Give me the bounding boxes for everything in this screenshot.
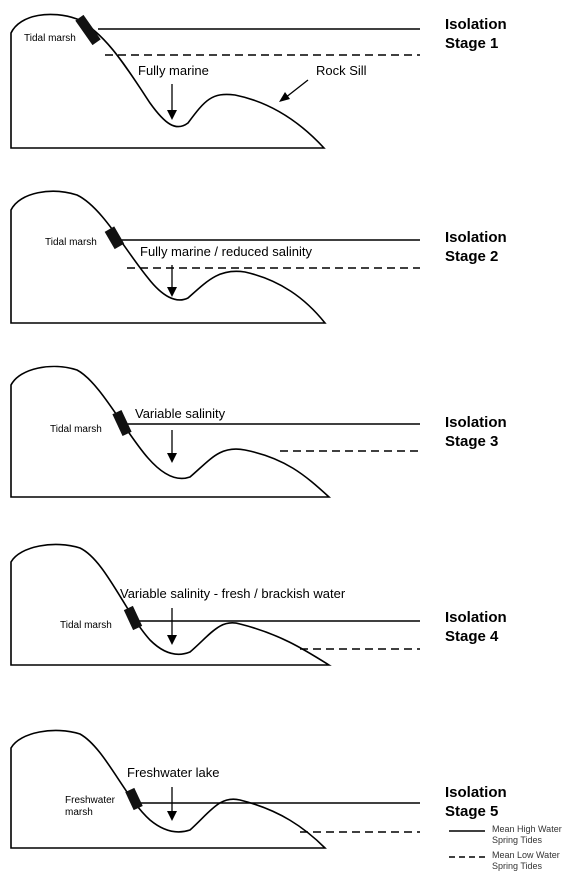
stage-5-sediment-core: [125, 787, 143, 811]
stage-2-terrain: [10, 190, 327, 324]
stage-5-note-arrow-head-icon: [167, 811, 177, 821]
stage-1-sediment-core: [75, 14, 101, 46]
stage-4-marsh-label: Tidal marsh: [60, 620, 112, 631]
stage-3-terrain: [10, 365, 332, 498]
stage-2-note: Fully marine / reduced salinity: [140, 244, 312, 259]
stage-1-note-arrow-head-icon: [167, 110, 177, 120]
stage-4-note-arrow-head-icon: [167, 635, 177, 645]
stage-5-title: Isolation Stage 5: [445, 784, 511, 820]
stage-2-panel: Tidal marsh Fully marine / reduced salin…: [10, 190, 511, 324]
stage-1-marsh-label: Tidal marsh: [24, 33, 76, 44]
stage-1-note: Fully marine: [138, 63, 209, 78]
stage-4-terrain: [10, 543, 332, 666]
stage-5-terrain: [10, 729, 327, 849]
stage-3-panel: Tidal marsh Variable salinity Isolation …: [10, 365, 511, 498]
stage-1-panel: Tidal marsh Fully marine Rock Sill Isola…: [10, 13, 511, 149]
legend-high-water-label: Mean High Water Spring Tides: [492, 824, 564, 845]
stage-4-sediment-core: [123, 605, 143, 631]
stage-1-extra-note-arrow-head-icon: [279, 92, 290, 102]
stage-2-sediment-core: [104, 226, 125, 250]
stage-5-note: Freshwater lake: [127, 765, 219, 780]
stage-1-extra-note: Rock Sill: [316, 63, 367, 78]
legend-low-water-label: Mean Low Water Spring Tides: [492, 850, 562, 871]
legend: Mean High Water Spring Tides Mean Low Wa…: [449, 824, 564, 871]
stage-1-extra-note-arrow-icon: [284, 79, 309, 99]
stage-1-title: Isolation Stage 1: [445, 16, 511, 52]
stage-3-sediment-core: [112, 410, 132, 436]
stage-1-terrain: [10, 13, 326, 149]
stage-2-title: Isolation Stage 2: [445, 229, 511, 265]
stage-3-note-arrow-head-icon: [167, 453, 177, 463]
stage-5-panel: Freshwater marsh Freshwater lake Isolati…: [10, 729, 511, 849]
stage-2-marsh-label: Tidal marsh: [45, 237, 97, 248]
stage-3-marsh-label: Tidal marsh: [50, 424, 102, 435]
stage-4-title: Isolation Stage 4: [445, 609, 511, 645]
stage-4-note: Variable salinity - fresh / brackish wat…: [120, 586, 346, 601]
stage-3-note: Variable salinity: [135, 406, 226, 421]
stage-4-panel: Tidal marsh Variable salinity - fresh / …: [10, 543, 511, 666]
stage-3-title: Isolation Stage 3: [445, 414, 511, 450]
stage-5-marsh-label: Freshwater marsh: [65, 795, 118, 818]
stage-2-note-arrow-head-icon: [167, 287, 177, 297]
